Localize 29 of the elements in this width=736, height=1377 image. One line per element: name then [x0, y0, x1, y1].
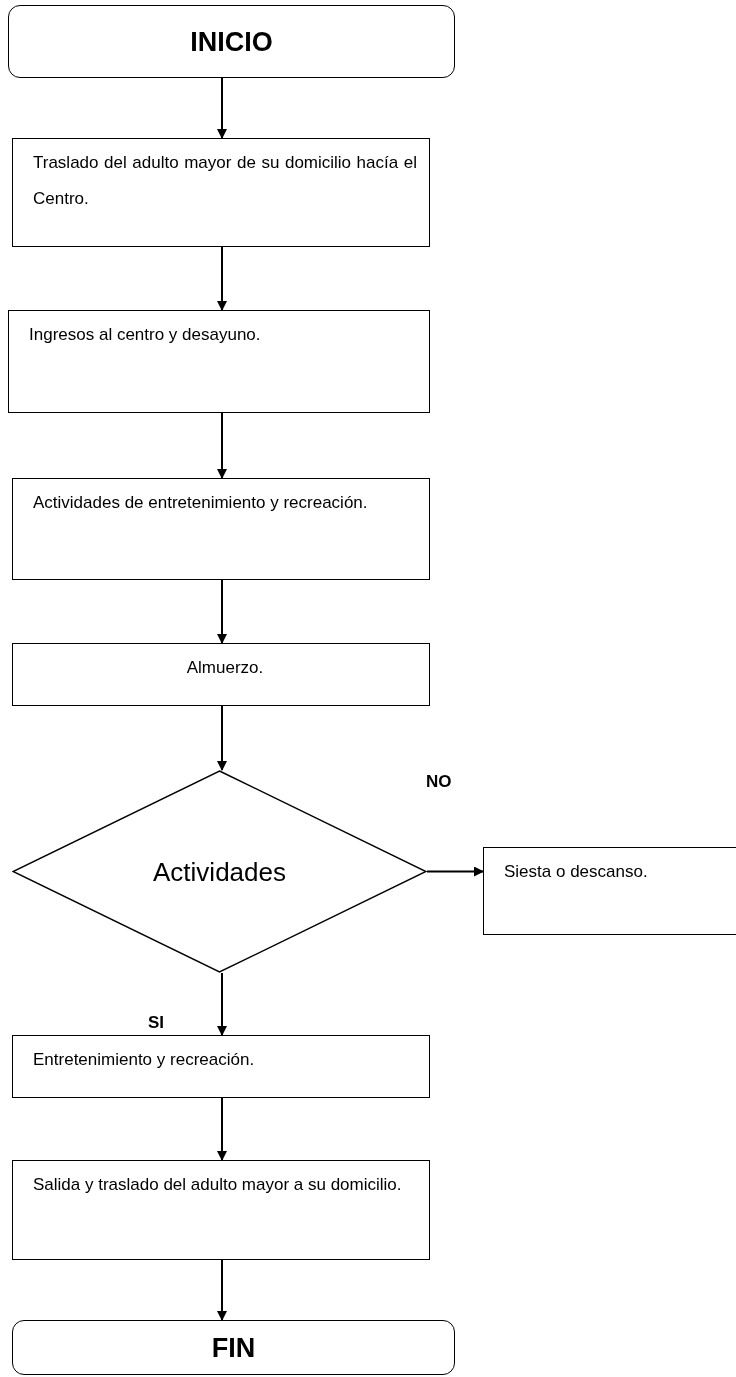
arrow: [217, 412, 227, 479]
terminal-box: [8, 5, 455, 78]
step-text: INICIO: [190, 25, 273, 58]
arrow: [426, 866, 484, 877]
step-text: Actividades: [153, 856, 286, 887]
process-box: [483, 847, 736, 935]
arrow: [217, 1259, 227, 1321]
step-text: Almuerzo.: [185, 657, 265, 679]
arrow: [217, 1097, 227, 1161]
process-box: [12, 478, 430, 580]
decision-diamond: [12, 770, 427, 973]
step-text: FIN: [211, 1331, 256, 1364]
step-text: Ingresos al centro y desayuno.: [29, 324, 262, 346]
process-box: [12, 138, 430, 247]
step-text: Entretenimiento y recreación.: [33, 1049, 256, 1071]
step-text: Siesta o descanso.: [504, 861, 649, 883]
arrow: [217, 972, 227, 1036]
arrow: [217, 246, 227, 311]
terminal-box: [12, 1320, 455, 1375]
step-text: Actividades de entretenimiento y recreación.: [33, 492, 369, 514]
step-text: Salida y traslado del adulto mayor a su domicilio.: [33, 1174, 403, 1196]
process-box: [8, 310, 430, 413]
process-box: [12, 1160, 430, 1260]
arrow: [217, 579, 227, 644]
arrow: [217, 77, 227, 139]
process-box: [12, 643, 430, 706]
step-text: Traslado del adulto mayor de su domicilio hacía el Centro.: [33, 152, 417, 210]
process-box: [12, 1035, 430, 1098]
arrow: [217, 705, 227, 771]
